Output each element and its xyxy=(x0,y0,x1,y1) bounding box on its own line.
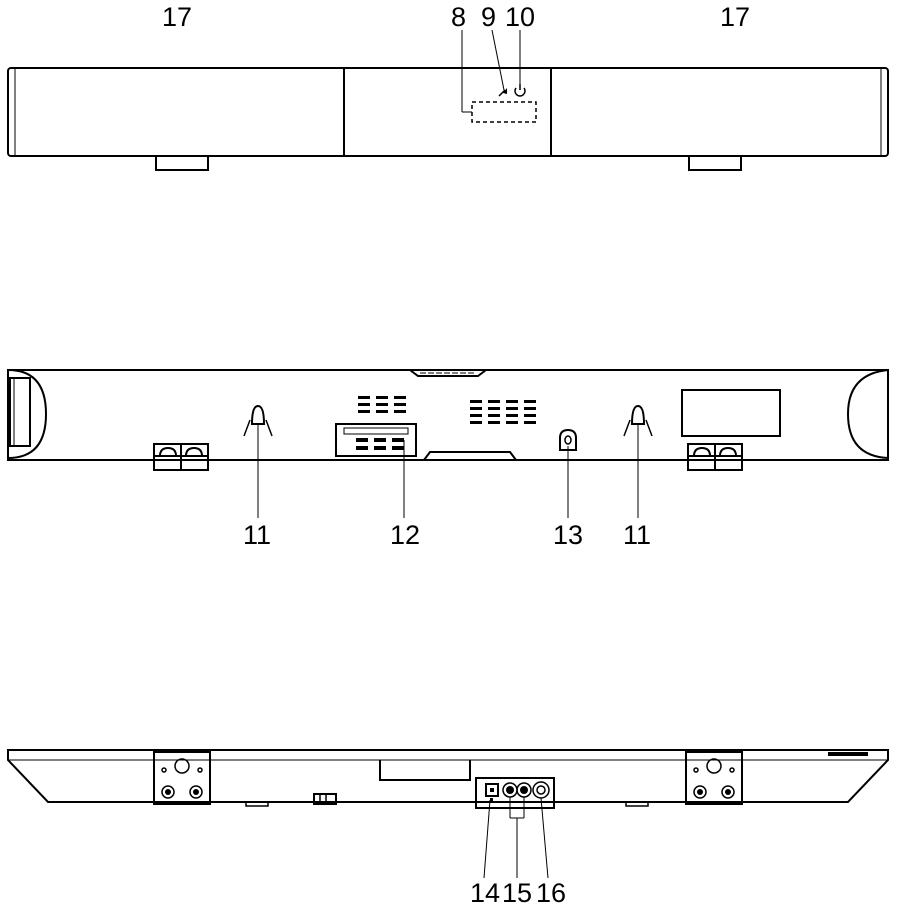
callout-11-right: 11 xyxy=(623,520,651,550)
callout-14: 14 xyxy=(470,878,500,907)
back-right-foot xyxy=(688,444,742,470)
connector-panel xyxy=(476,778,554,808)
callout-15: 15 xyxy=(502,878,532,907)
callout-8: 8 xyxy=(451,2,466,32)
left-vent-grille xyxy=(358,396,406,413)
front-right-foot xyxy=(689,156,741,170)
callout-17-left: 17 xyxy=(162,2,192,32)
bottom-view: 14 15 16 xyxy=(8,750,888,907)
callout-10: 10 xyxy=(505,2,535,32)
front-left-foot xyxy=(156,156,208,170)
label-plate xyxy=(682,390,780,436)
display-window xyxy=(472,102,536,122)
callout-16: 16 xyxy=(536,878,566,907)
callout-11-left: 11 xyxy=(243,520,271,550)
power-icon xyxy=(515,84,525,96)
callout-13: 13 xyxy=(553,520,583,550)
back-view: 11 12 13 11 xyxy=(8,370,888,550)
back-left-foot xyxy=(154,444,208,470)
input-button-icon xyxy=(499,88,507,96)
callout-17-right: 17 xyxy=(720,2,750,32)
front-view: 17 8 9 10 17 xyxy=(8,2,888,170)
center-vent-grille xyxy=(470,400,536,424)
callout-12: 12 xyxy=(390,520,420,550)
callout-9: 9 xyxy=(481,2,496,32)
